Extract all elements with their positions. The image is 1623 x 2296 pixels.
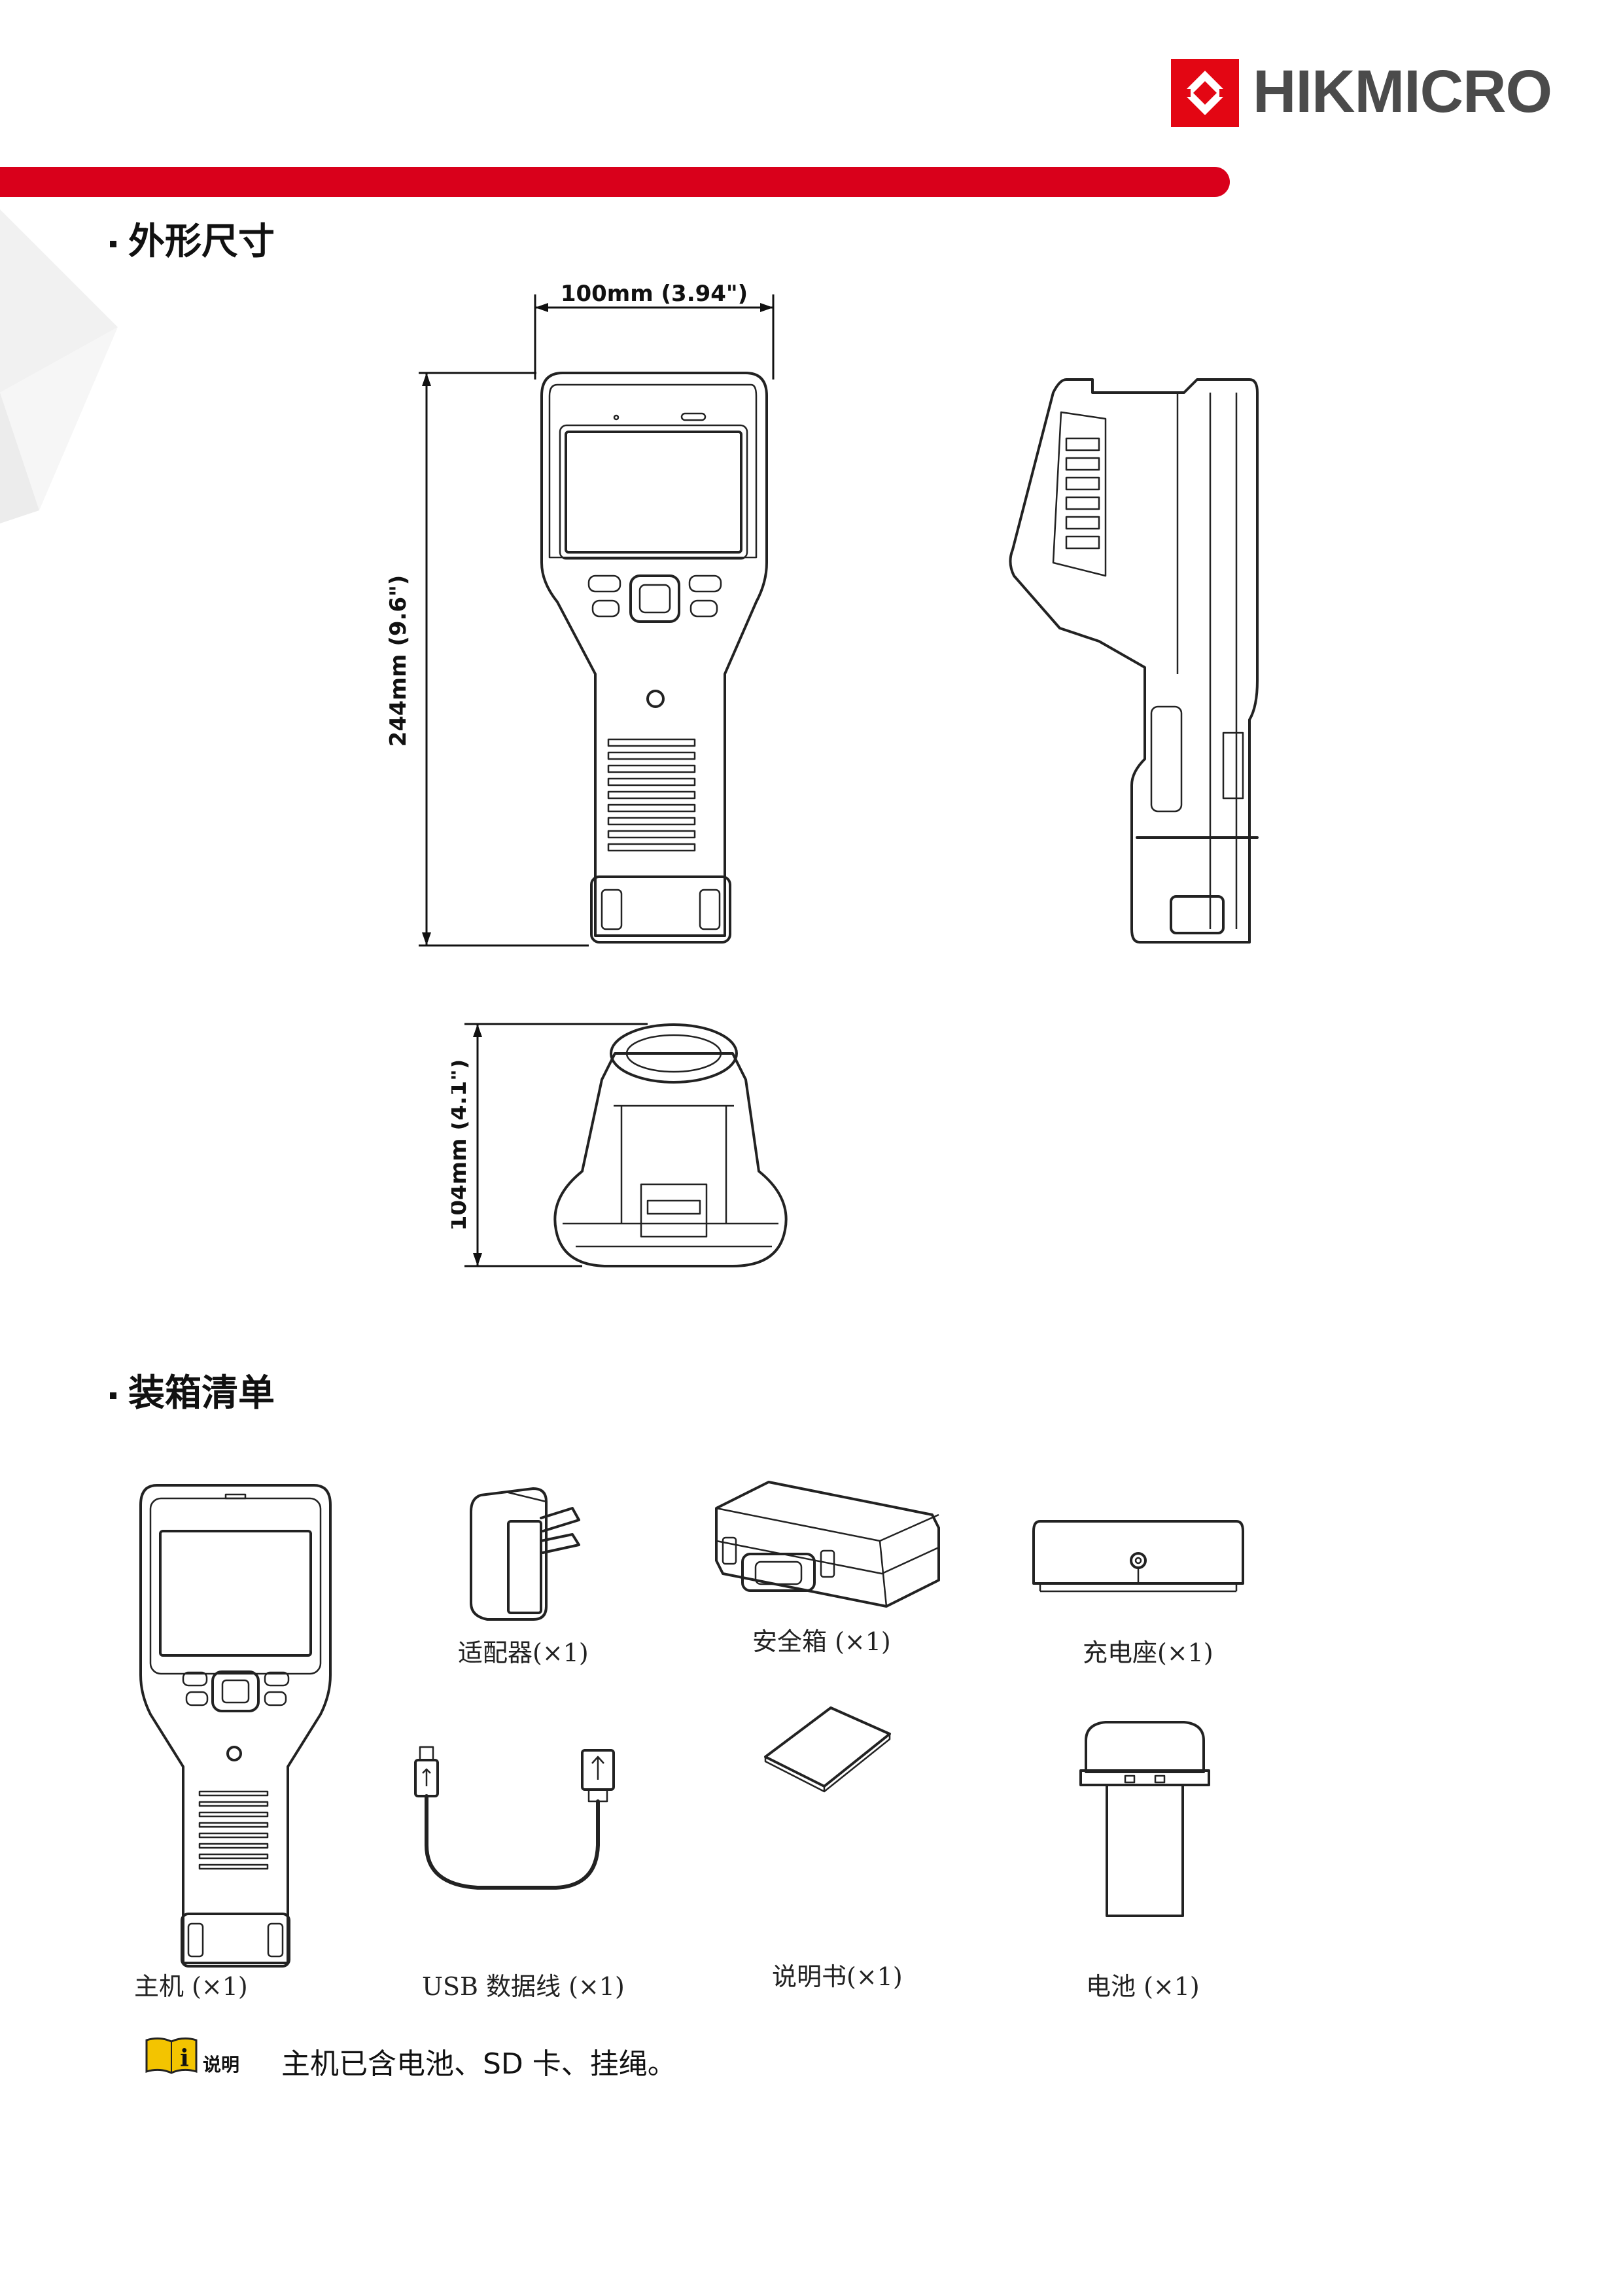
bullet-icon [110,1392,116,1399]
item-caption-adapter: 适配器(×1) [458,1638,589,1667]
dimensions-title-text: 外形尺寸 [128,221,275,263]
grip-ribs [198,1790,269,1870]
item-caption-usb-cable: USB 数据线 (×1) [422,1972,625,2001]
side-view-drawing [1009,378,1259,944]
decorative-triangles [0,209,118,523]
battery-icon [1079,1721,1210,1917]
side-vent-slots [1065,437,1100,550]
power-adapter-icon [470,1487,580,1621]
safety-case-icon [715,1481,940,1608]
thermal-camera-icon [139,1484,332,1968]
bullet-icon [110,240,116,247]
brand-name: HIKMICRO [1253,58,1552,125]
manual-icon [764,1706,891,1793]
depth-view-drawing: 104mm (4.1") [451,1023,788,1267]
item-caption-main-unit: 主机 (×1) [134,1972,248,2001]
note-text: 主机已含电池、SD 卡、挂绳。 [281,2047,676,2081]
dimensions-title: 外形尺寸 [110,216,275,268]
item-caption-charging-base: 充电座(×1) [1083,1638,1213,1667]
usb-cable-icon [414,1746,615,1890]
front-view-drawing: 100mm (3.94") 244mm (9.6") [385,281,775,947]
note-badge-label: 说明 [203,2054,240,2075]
item-caption-manual: 说明书(×1) [772,1962,903,1991]
svg-text:i: i [180,2045,189,2072]
hikmicro-logo-icon [1171,59,1239,127]
depth-dimension-label: 104mm (4.1") [451,1059,472,1231]
charging-base-icon [1032,1520,1244,1593]
packing-title: 装箱清单 [110,1368,275,1420]
info-book-icon: i [145,2037,198,2074]
width-dimension-label: 100mm (3.94") [561,281,748,307]
item-caption-case: 安全箱 (×1) [752,1627,891,1656]
header: HIKMICRO [0,0,1623,523]
grip-ribs [607,738,696,852]
height-dimension-label: 244mm (9.6") [385,575,411,747]
header-bar [0,167,1230,197]
packing-title-text: 装箱清单 [128,1372,275,1415]
item-caption-battery: 电池 (×1) [1086,1972,1200,2001]
